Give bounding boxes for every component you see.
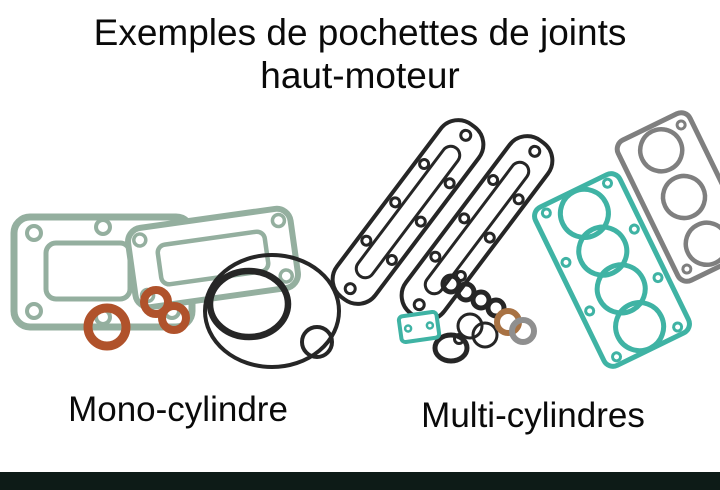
valve-stem-seal: [440, 273, 462, 295]
bolt-hole: [652, 272, 664, 284]
bolt-hole: [483, 231, 496, 244]
cam-cover-gasket-2: [399, 134, 555, 322]
exhaust-gasket-orange: [158, 302, 190, 334]
cylinder-bore-hole: [683, 220, 720, 267]
cylinder-bore-hole: [557, 186, 611, 240]
o-ring-medium: [206, 267, 292, 341]
title-line-1: Exemples de pochettes de joints: [93, 12, 627, 53]
cam-cover-gasket-slot: [423, 160, 531, 296]
copper-ring-orange: [83, 303, 131, 351]
gasket-illustration: [10, 110, 720, 369]
bolt-hole: [560, 256, 572, 268]
cylinder-bore-hole: [594, 262, 648, 316]
small-rect-gasket-outline: [396, 309, 442, 345]
bolt-hole: [611, 351, 623, 363]
bolt-hole: [418, 158, 431, 171]
o-ring-large: [203, 253, 341, 369]
bolt-hole: [412, 298, 426, 312]
valve-stem-seal: [455, 281, 477, 303]
exhaust-gasket-orange: [140, 286, 172, 318]
bolt-hole: [681, 263, 693, 275]
cam-cover-gasket-outline: [330, 118, 486, 306]
round-cover-gasket: [432, 332, 470, 364]
valve-stem-seal: [470, 289, 492, 311]
bolt-hole: [487, 174, 500, 187]
bolt-hole: [414, 215, 427, 228]
bolt-hole: [584, 305, 596, 317]
head-gasket: [125, 205, 301, 311]
o-ring-small: [300, 325, 334, 359]
bolt-hole: [360, 234, 373, 247]
cam-cover-gasket-1: [330, 118, 486, 306]
bolt-hole: [25, 224, 43, 242]
bolt-hole: [132, 232, 148, 248]
multi-cylinder-gasket-set: [330, 110, 720, 369]
bolt-hole: [675, 119, 687, 131]
bolt-hole: [443, 177, 456, 190]
bolt-hole: [540, 207, 552, 219]
washer-ring: [456, 312, 484, 340]
bolt-hole: [459, 128, 473, 142]
grey-washer: [509, 317, 537, 345]
bolt-hole: [458, 212, 471, 225]
bolt-hole: [528, 144, 542, 158]
bolt-hole: [343, 282, 357, 296]
page-title: Exemples de pochettes de joints haut-mot…: [0, 12, 720, 98]
bolt-hole: [425, 321, 435, 330]
bolt-hole: [94, 218, 112, 236]
bolt-hole: [601, 177, 613, 189]
footer-bar: [0, 472, 720, 490]
bolt-hole: [512, 193, 525, 206]
bolt-hole: [389, 196, 402, 209]
caption-mono-cylindre: Mono-cylindre: [68, 390, 288, 429]
cylinder-bore-hole: [576, 224, 630, 278]
bolt-hole: [403, 324, 413, 333]
cylinder-bore-hole: [660, 173, 708, 221]
teal-head-gasket: [532, 171, 692, 369]
small-rect-gasket: [396, 309, 442, 345]
title-line-2: haut-moteur: [260, 54, 460, 96]
cylinder-bore-hole: [637, 127, 685, 174]
bolt-hole: [385, 253, 398, 266]
cylinder-bore-hole: [613, 300, 667, 354]
bolt-hole: [278, 268, 294, 284]
round-cover-gasket-outline: [432, 332, 470, 364]
caption-multi-cylindres: Multi-cylindres: [421, 396, 645, 435]
washers: [456, 308, 537, 349]
bolt-hole: [628, 223, 640, 235]
washer-ring: [471, 321, 499, 349]
mono-cylinder-gasket-set: [10, 205, 341, 369]
bolt-hole: [672, 321, 684, 333]
bolt-hole: [429, 250, 442, 263]
bolt-hole: [25, 302, 43, 320]
round-cover-gasket-hole: [453, 333, 465, 345]
cam-cover-gasket-slot: [354, 144, 462, 280]
bolt-hole: [270, 212, 287, 229]
